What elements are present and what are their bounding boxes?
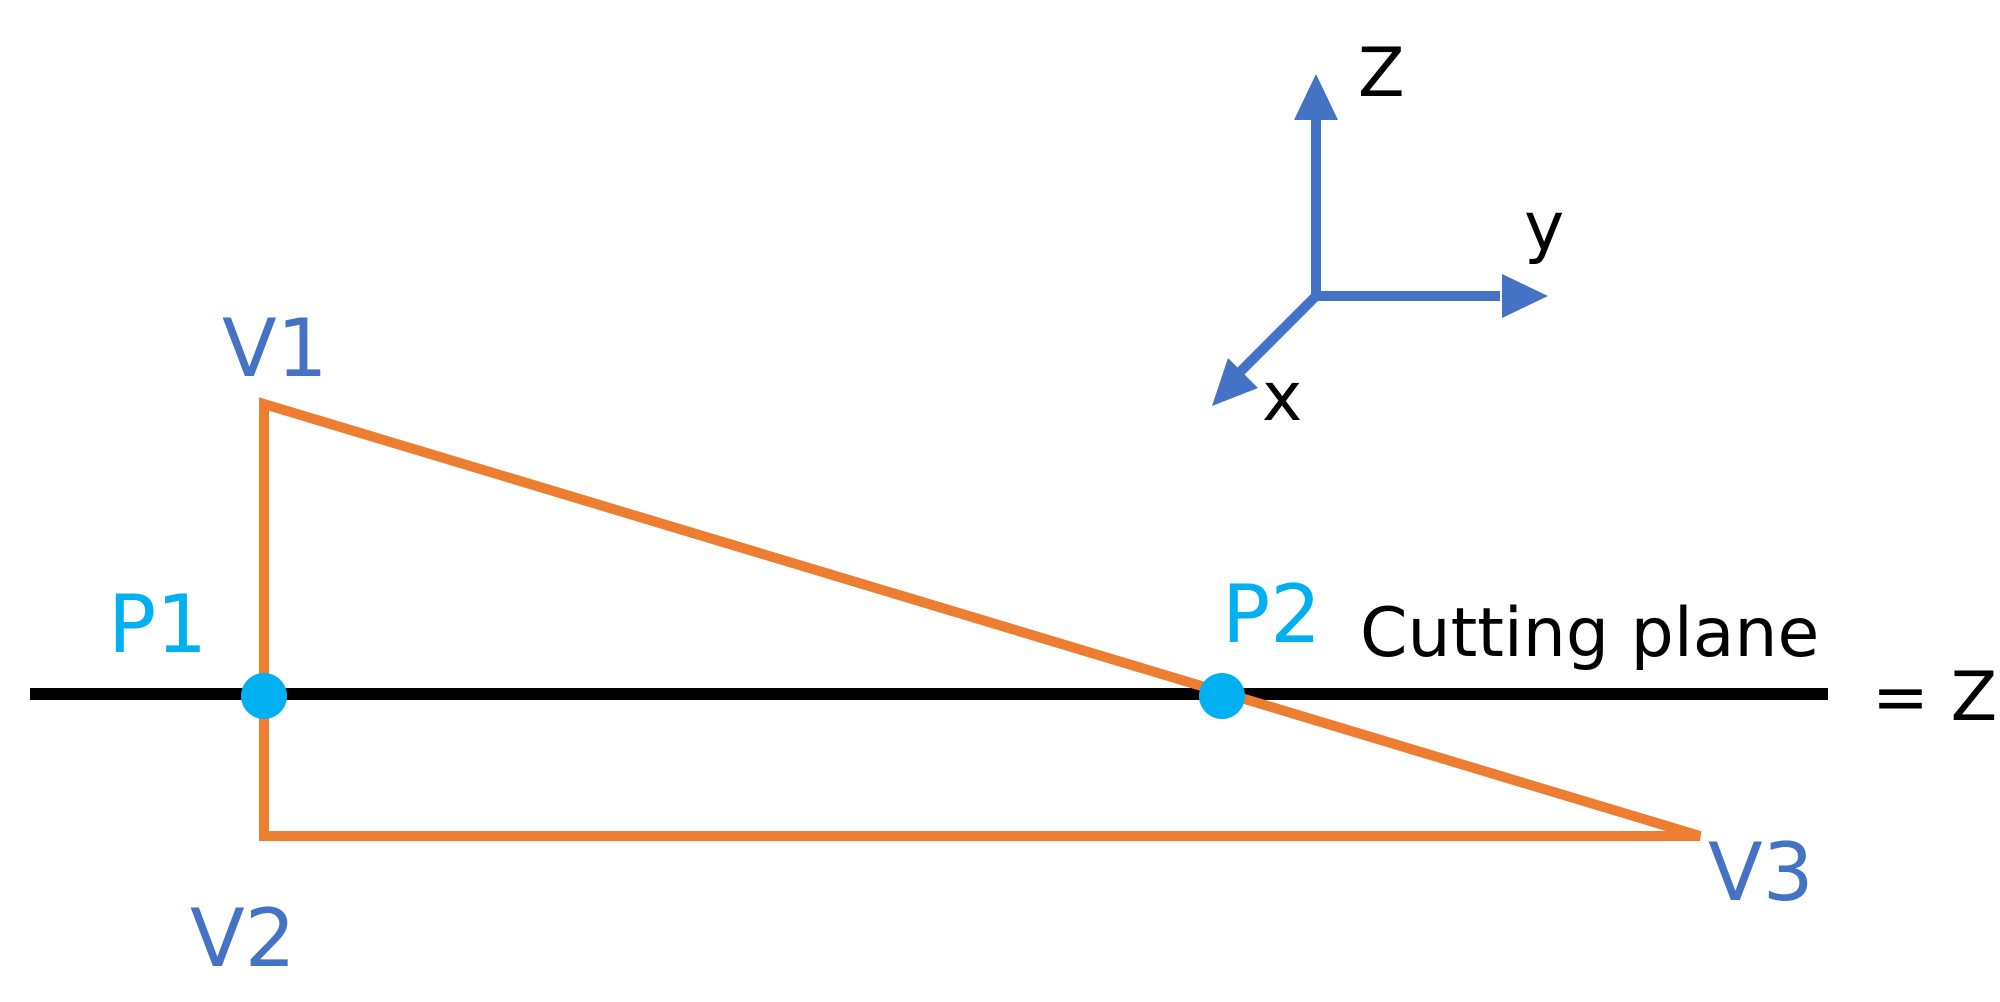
intersection-point-p1 bbox=[241, 673, 287, 719]
triangle bbox=[259, 397, 1702, 841]
intersection-point-p2 bbox=[1199, 673, 1245, 719]
cutting-plane-equation: = Z bbox=[1872, 658, 1997, 737]
y-axis-label: y bbox=[1524, 188, 1564, 267]
z-axis-arrowhead bbox=[1294, 74, 1338, 120]
x-axis-arrowhead bbox=[1212, 358, 1258, 406]
vertex-label-v3: V3 bbox=[1708, 826, 1814, 919]
x-axis-label: x bbox=[1262, 358, 1302, 437]
point-label-p1: P1 bbox=[108, 578, 207, 671]
z-axis-label: Z bbox=[1358, 34, 1405, 113]
point-label-p2: P2 bbox=[1222, 568, 1321, 661]
y-axis-arrowhead bbox=[1502, 274, 1548, 318]
vertex-label-v2: V2 bbox=[190, 892, 296, 985]
x-axis-arrow bbox=[1236, 292, 1320, 376]
cutting-plane-label: Cutting plane bbox=[1360, 594, 1819, 673]
coordinate-axes: Z y x bbox=[1212, 34, 1564, 437]
vertex-label-v1: V1 bbox=[222, 302, 328, 395]
